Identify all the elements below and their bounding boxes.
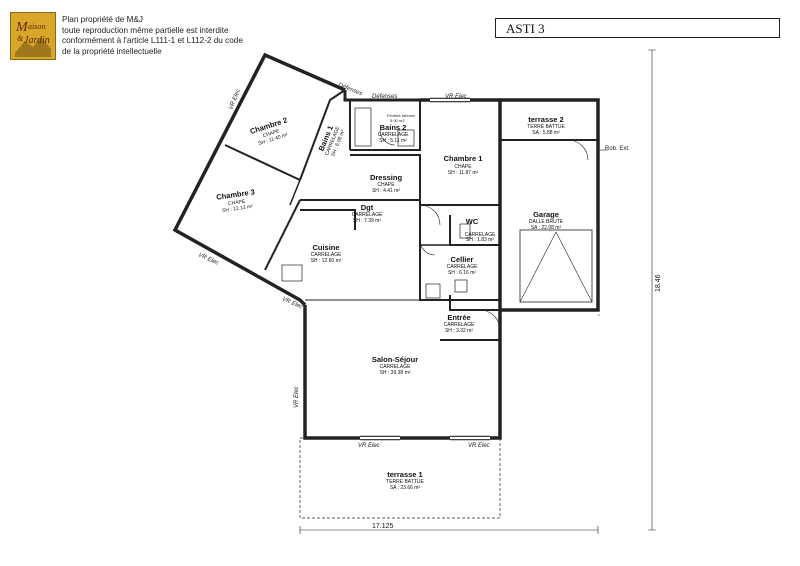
room-chambre-3: Chambre 3 CHAPE SH : 12.13 m² xyxy=(216,187,256,214)
room-floor: TERRE BATTUE xyxy=(527,124,565,130)
kitchen-sink xyxy=(281,264,303,282)
room-area: SH : 3.32 m² xyxy=(445,328,473,334)
room-name: terrasse 2 xyxy=(528,115,563,124)
svg-text:Jardin: Jardin xyxy=(24,35,50,46)
garage-door xyxy=(519,229,593,303)
faience-label: 5.00 m2 xyxy=(390,118,405,123)
note-line: de la propriété intellectuelle xyxy=(62,46,162,56)
room-chambre-1: Chambre 1 CHAPE SH : 11.87 m² xyxy=(444,154,483,176)
note-line: toute reproduction même partielle est in… xyxy=(62,25,229,35)
room-name: Cuisine xyxy=(312,243,339,252)
room-area: SA : 22.08 m² xyxy=(531,225,562,231)
room-name: Cellier xyxy=(451,255,474,264)
west-wing-walls xyxy=(172,52,346,307)
room-cellier: Cellier CARRELAGE SH : 6.16 m² xyxy=(447,255,479,276)
room-name: Dressing xyxy=(370,173,403,182)
toilet xyxy=(459,223,471,239)
room-bains-2: Bains 2 CARRELAGE SH : 5.11 m² xyxy=(378,123,410,144)
garage-walls xyxy=(500,98,600,312)
copyright-note: Plan propriété de M&J toute reproduction… xyxy=(62,15,292,57)
room-area: SH : 39.38 m² xyxy=(380,370,411,376)
room-floor: CARRELAGE xyxy=(465,232,497,238)
room-name: Salon-Séjour xyxy=(372,355,418,364)
room-area: SH : 5.11 m² xyxy=(379,138,407,144)
vr-elec-label: VR Elec xyxy=(294,386,300,408)
room-floor: CHAPE xyxy=(377,182,395,188)
room-name: Chambre 1 xyxy=(444,154,483,163)
height-dimension: 18.46 xyxy=(655,274,662,292)
room-area: SH : 12.13 m² xyxy=(222,204,254,214)
living-walls xyxy=(303,305,502,440)
svg-text:M: M xyxy=(15,20,29,35)
room-salon-sejour: Salon-Séjour CARRELAGE SH : 39.38 m² xyxy=(372,355,418,376)
room-area: SH : 6.16 m² xyxy=(448,270,476,276)
defenses-label: Défenses xyxy=(372,94,397,100)
room-area: SA : 23.66 m² xyxy=(390,485,421,491)
room-dgt: Dgt CARRELAGE SH : 7.39 m² xyxy=(352,203,384,224)
room-name: Entrée xyxy=(447,313,470,322)
room-name: WC xyxy=(466,217,479,226)
room-floor: CARRELAGE xyxy=(311,252,343,258)
note-line: conformément à l'article L111-1 et L112-… xyxy=(62,36,243,46)
room-terrasse-2: terrasse 2 TERRE BATTUE SA : 5.88 m² xyxy=(527,115,565,136)
room-floor: CHAPE xyxy=(262,128,281,139)
room-area: SH : 4.41 m² xyxy=(372,188,400,194)
room-floor: CARRELAGE xyxy=(378,132,410,138)
room-area: SH : 12.60 m² xyxy=(311,258,342,264)
room-wc: WC CARRELAGE SH : 1.83 m² xyxy=(465,217,497,243)
svg-text:&: & xyxy=(17,34,24,43)
room-area: SH : 1.83 m² xyxy=(466,237,494,243)
room-floor: DALLE BRUTE xyxy=(529,219,564,225)
room-entree: Entrée CARRELAGE SH : 3.32 m² xyxy=(444,313,476,334)
room-garage: Garage DALLE BRUTE SA : 22.08 m² xyxy=(529,210,564,231)
room-name: Bains 2 xyxy=(380,123,407,132)
room-name: terrasse 1 xyxy=(387,470,422,479)
room-floor: CARRELAGE xyxy=(447,264,479,270)
east-wall xyxy=(420,98,502,340)
room-name: Dgt xyxy=(361,203,374,212)
room-floor: CARRELAGE xyxy=(380,364,412,370)
faience-label: Fenêtré faïence xyxy=(387,113,416,118)
vr-elec-label: VR Elec xyxy=(358,443,380,449)
plan-title: ASTI 3 xyxy=(495,18,780,38)
room-terrasse-1: terrasse 1 TERRE BATTUE SA : 23.66 m² xyxy=(386,470,424,491)
room-name: Garage xyxy=(533,210,559,219)
room-floor: CARRELAGE xyxy=(352,212,384,218)
vr-elec-label: VR Elec xyxy=(445,94,467,100)
room-floor: CARRELAGE xyxy=(444,322,476,328)
bathtub xyxy=(354,107,372,147)
svg-text:aison: aison xyxy=(28,22,45,31)
room-dressing: Dressing CHAPE SH : 4.41 m² xyxy=(370,173,403,194)
room-area: SH : 7.39 m² xyxy=(353,218,381,224)
room-cuisine: Cuisine CARRELAGE SH : 12.60 m² xyxy=(311,243,343,264)
room-area: SA : 5.88 m² xyxy=(532,130,560,136)
rob-ext-label: Rob. Ext. xyxy=(605,146,630,152)
maison-jardin-logo: M aison & Jardin xyxy=(10,12,56,60)
room-floor: CHAPE xyxy=(454,164,472,170)
room-floor: CHAPE xyxy=(228,199,247,207)
width-dimension: 17.125 xyxy=(372,523,394,530)
room-floor: TERRE BATTUE xyxy=(386,479,424,485)
room-chambre-2: Chambre 2 CHAPE SH : 11.40 m² xyxy=(249,115,289,147)
room-area: SH : 11.87 m² xyxy=(448,170,479,176)
vr-elec-label: VR Elec xyxy=(468,443,490,449)
note-line: Plan propriété de M&J xyxy=(62,15,144,24)
